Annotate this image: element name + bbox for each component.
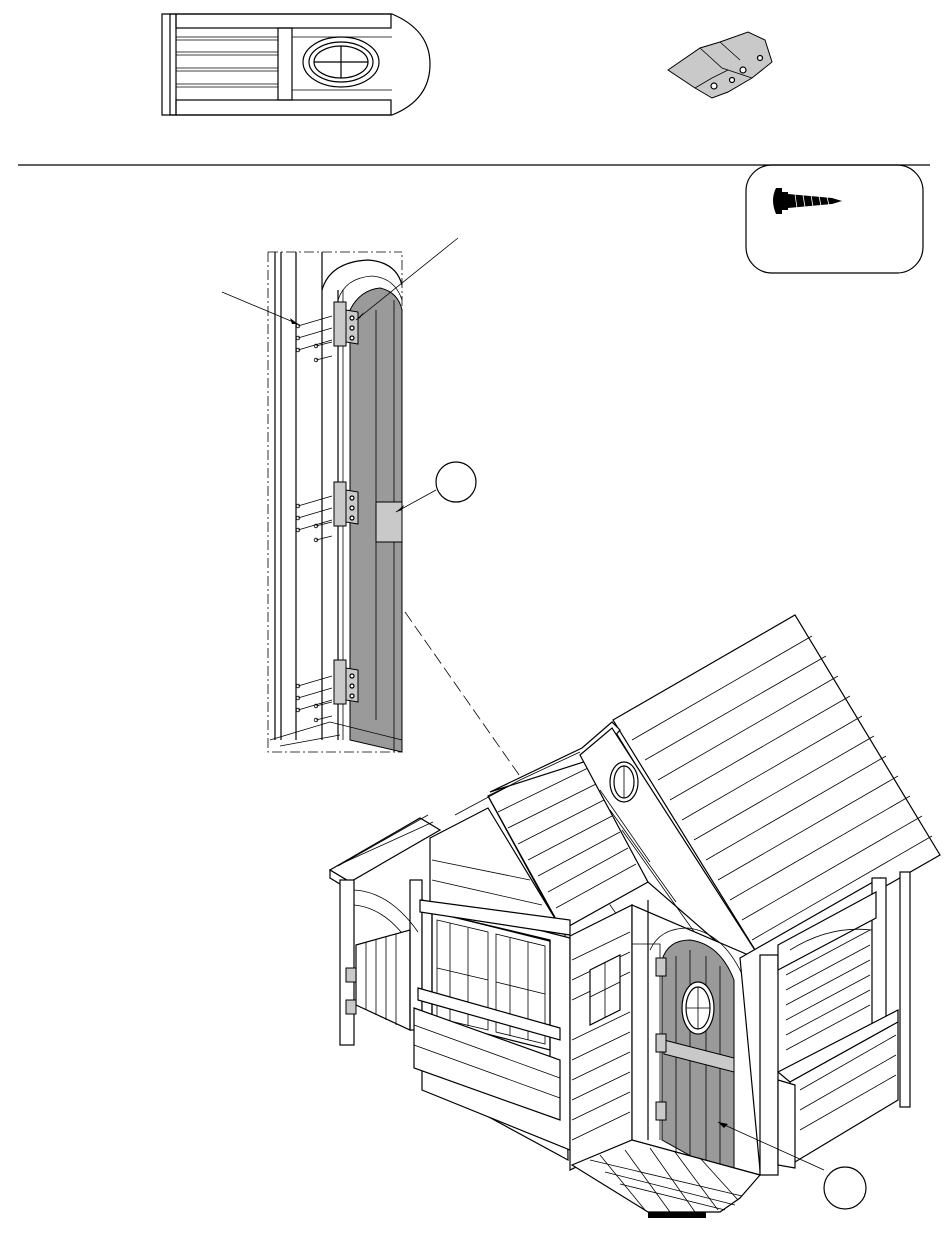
screw-set (296, 316, 332, 722)
hinge-detail-view (222, 238, 458, 752)
hinge-leader (356, 238, 458, 320)
screw-callout (746, 165, 923, 273)
screw-icon (773, 188, 842, 214)
screw-leader (222, 292, 298, 324)
playhouse-assembly (330, 615, 940, 1218)
callout-detail-bubble (396, 462, 476, 512)
hinge-part (668, 32, 772, 98)
door-panel-preview (162, 14, 430, 115)
